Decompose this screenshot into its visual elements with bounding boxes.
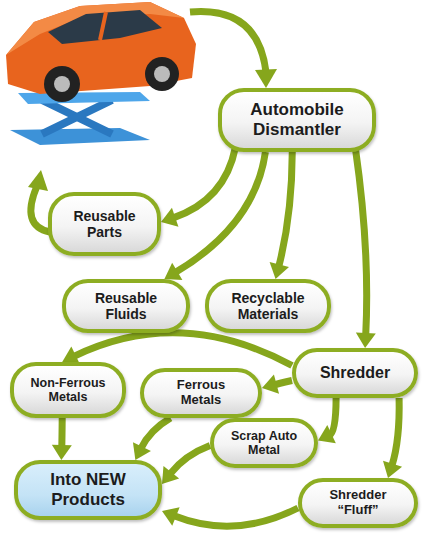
flow-arrow [318,398,336,443]
box-label: Non-Ferrous Metals [24,376,112,405]
connector-line [173,148,235,218]
connector-line [355,149,366,335]
arrow-head [164,263,182,280]
connector-line [170,446,210,474]
flow-arrow [52,418,72,460]
box-label: Ferrous Metals [166,378,236,408]
box-label: Automobile Dismantler [232,100,362,139]
box-label: Shredder “Fluff” [312,488,404,518]
arrow-head [52,445,72,460]
arrow-head [270,262,289,279]
car-highlight [6,2,184,55]
connector-line [174,508,298,526]
flow-arrow [161,148,235,227]
box-label: Shredder [320,364,390,382]
process-box: Shredder “Fluff” [298,478,418,528]
connector-line [392,398,399,466]
car-body [6,2,196,94]
process-box: Reusable Parts [48,192,161,256]
arrow-head [28,170,48,191]
connector-line [330,398,336,435]
process-box: Non-Ferrous Metals [10,362,126,418]
arrow-head [133,442,151,460]
flow-arrow [270,152,293,279]
lift-platform [18,92,150,104]
connector-line [176,152,266,272]
flow-arrow [262,374,292,393]
process-box: Shredder [292,348,418,398]
flow-arrow [133,418,171,460]
connector-line [58,418,65,447]
lift-base [10,128,150,145]
car-window [48,10,162,44]
process-box: Recyclable Materials [205,279,331,333]
flow-arrow [190,12,266,73]
lift-arm [42,100,112,134]
process-box: Ferrous Metals [140,368,262,418]
flow-arrow [62,333,292,366]
arrow-head [162,507,180,526]
car-hub [154,66,170,82]
connector-line [275,381,292,385]
process-box: Reusable Fluids [62,279,190,333]
flow-arrow [383,398,402,478]
arrow-head [262,374,279,393]
arrow-head [318,425,336,443]
arrow-head [162,466,179,484]
box-label: Into NEW Products [28,470,148,509]
car-pillar [100,12,106,40]
arrow-head [255,69,277,88]
flow-arrow [162,507,298,526]
arrow-head [383,461,402,478]
car-wheel [44,66,80,102]
flow-arrow [355,149,375,348]
arrow-head [356,333,376,348]
connector-line [74,333,292,366]
arrow-head [161,208,178,227]
lift-arm [42,100,112,134]
car-hub [54,76,70,92]
car-wheel [145,57,179,91]
process-box: Automobile Dismantler [218,88,376,152]
process-box: Into NEW Products [14,460,162,520]
box-label: Recyclable Materials [221,290,315,322]
connector-line [141,418,170,448]
process-box: Scrap Auto Metal [210,418,318,468]
box-label: Scrap Auto Metal [224,429,304,458]
box-label: Reusable Parts [62,208,147,240]
box-label: Reusable Fluids [78,290,174,322]
flow-arrow [164,152,265,280]
flow-arrow [162,446,210,485]
connector-line [279,152,292,266]
